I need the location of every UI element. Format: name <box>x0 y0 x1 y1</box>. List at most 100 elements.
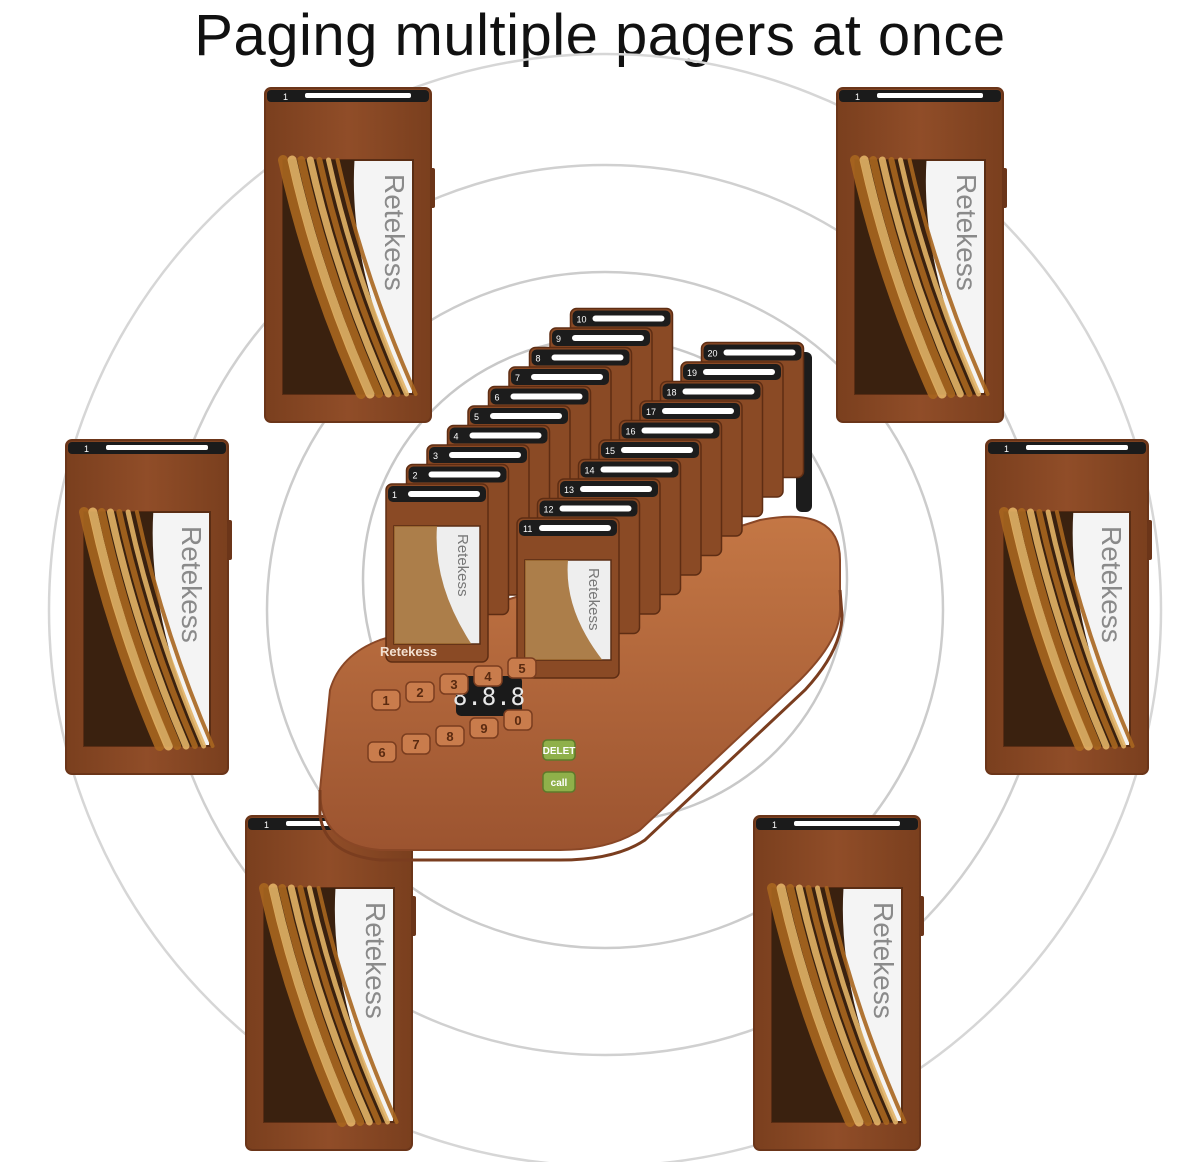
keypad-key-2[interactable]: 2 <box>405 681 435 703</box>
keypad-key-label: 7 <box>412 737 419 752</box>
led-display <box>456 676 522 716</box>
keypad-key-1[interactable]: 1 <box>371 689 401 711</box>
keypad-key-5[interactable]: 5 <box>507 657 537 679</box>
slot-number: 14 <box>585 466 595 476</box>
keypad-key-0[interactable]: 0 <box>503 709 533 731</box>
pager-group: 1Retekess1Retekess1Retekess1Retekess1Ret… <box>65 87 1152 1151</box>
pager-light-bar <box>877 93 983 98</box>
pager-side-button <box>1002 168 1007 208</box>
pager-brand-text: Retekess <box>176 526 207 643</box>
keypad-key-9[interactable]: 9 <box>469 717 499 739</box>
keypad-key-6[interactable]: 6 <box>367 741 397 763</box>
pager-brand-text: Retekess <box>868 902 899 1019</box>
pager-side-button <box>1147 520 1152 560</box>
slot-number: 19 <box>687 368 697 378</box>
base-edge <box>318 589 844 862</box>
pager-card-artwork <box>999 507 1135 751</box>
pager-side-button <box>411 896 416 936</box>
slot-pager-light <box>408 491 480 497</box>
function-key-label: call <box>551 778 568 789</box>
keypad-key-label: 6 <box>378 745 385 760</box>
keypad-key-label: 5 <box>518 661 525 676</box>
function-key-label: DELET <box>543 746 576 757</box>
slot-pager-artwork <box>394 526 472 644</box>
slot-pager-light <box>559 505 632 512</box>
slot-pager-light <box>682 388 755 395</box>
pager-brand-text: Retekess <box>951 174 982 291</box>
slot-pager-brand: Retekess <box>454 534 471 597</box>
pager-number: 1 <box>855 92 860 102</box>
keypad-key-8[interactable]: 8 <box>435 725 465 747</box>
slot-number: 6 <box>495 393 500 403</box>
slot-number: 13 <box>564 485 574 495</box>
slot-number: 15 <box>605 446 615 456</box>
slot-pager-light <box>531 374 603 380</box>
slot-number: 17 <box>646 407 656 417</box>
slot-pager-light <box>490 413 562 419</box>
slot-pager-light <box>469 432 542 439</box>
keypad-key-label: 3 <box>450 677 457 692</box>
slot-number: 20 <box>708 349 718 359</box>
pager-number: 1 <box>772 820 777 830</box>
slot-pager-light <box>551 354 624 361</box>
pager-card-artwork <box>850 155 990 399</box>
slot-pager-light <box>600 466 673 473</box>
transmitter-base: 10987654321Retekess20191817161514131211R… <box>318 307 844 862</box>
slot-number: 18 <box>667 388 677 398</box>
pager-slots: 10987654321Retekess20191817161514131211R… <box>385 307 805 679</box>
base-body <box>318 515 841 851</box>
keypad-key-label: 8 <box>446 729 453 744</box>
keypad-key-label: 2 <box>416 685 423 700</box>
pager-side-button <box>430 168 435 208</box>
pager-number: 1 <box>283 92 288 102</box>
pager-light-bar <box>106 445 208 450</box>
page-title: Paging multiple pagers at once <box>194 3 1006 68</box>
slot-pager-light <box>580 486 652 492</box>
keypad-key-label: 1 <box>382 693 389 708</box>
base-brand-label: Retekess <box>380 644 437 659</box>
keypad-key-4[interactable]: 4 <box>473 665 503 687</box>
slot-pager-artwork <box>525 560 603 660</box>
slot-number: 4 <box>454 432 459 442</box>
slot-number: 2 <box>413 471 418 481</box>
pager-number: 1 <box>264 820 269 830</box>
keypad-key-3[interactable]: 3 <box>439 673 469 695</box>
slot-pager-light <box>592 315 665 322</box>
slot-number: 3 <box>433 451 438 461</box>
pager-brand-text: Retekess <box>360 902 391 1019</box>
pager-brand-text: Retekess <box>1096 526 1127 643</box>
function-key-call[interactable]: call <box>542 771 576 793</box>
keypad-key-label: 9 <box>480 721 487 736</box>
slot-number: 16 <box>626 427 636 437</box>
slot-pager-light <box>641 427 714 434</box>
slot-number: 12 <box>544 505 554 515</box>
slot-number: 8 <box>536 354 541 364</box>
slot-pager-light <box>510 393 583 400</box>
pager-card-artwork <box>278 155 418 399</box>
slot-pager-light <box>662 408 734 414</box>
slot-pager-light <box>539 525 611 531</box>
pager-light-bar <box>794 821 900 826</box>
slot-pager-light <box>428 471 501 478</box>
keypad-key-7[interactable]: 7 <box>401 733 431 755</box>
keypad-key-label: 4 <box>484 669 492 684</box>
slot-pager-brand: Retekess <box>585 568 602 631</box>
pager-brand-text: Retekess <box>379 174 410 291</box>
slot-pager-light <box>449 452 521 458</box>
pager-light-bar <box>1026 445 1128 450</box>
slot-pager-light <box>723 349 796 356</box>
pager-side-button <box>919 896 924 936</box>
slot-pager-light <box>703 369 775 375</box>
function-key-delet[interactable]: DELET <box>542 739 576 761</box>
pager-side-button <box>227 520 232 560</box>
slot-number: 1 <box>392 490 397 500</box>
slot-pager-light <box>621 447 693 453</box>
